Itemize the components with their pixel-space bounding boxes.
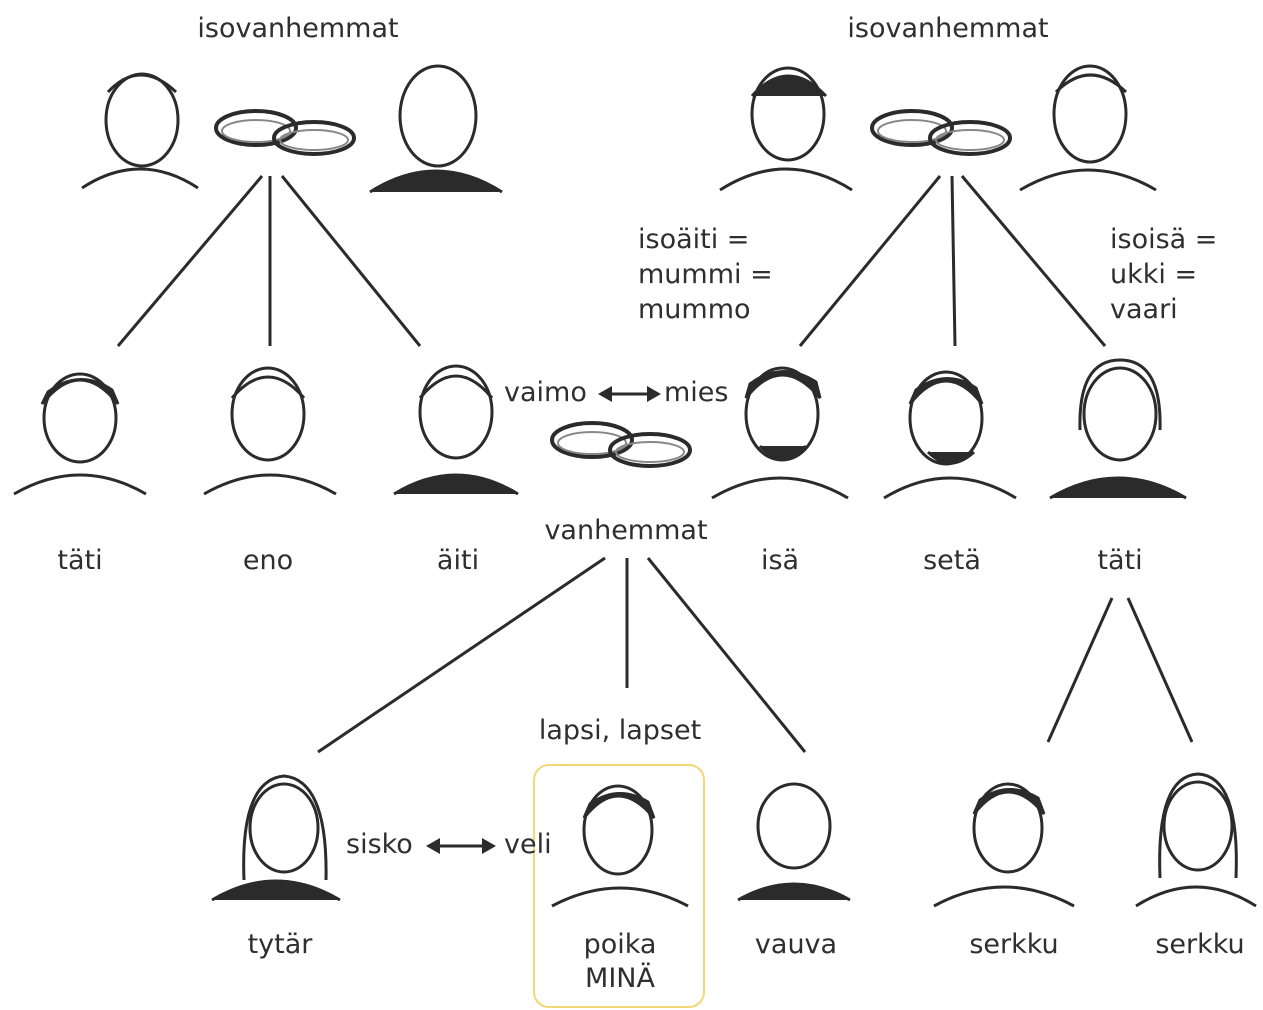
sister-label: sisko [346, 829, 413, 860]
spouse-arrow [598, 386, 661, 402]
aunt-maternal-label: täti [57, 545, 103, 576]
mother-label: äiti [436, 545, 480, 576]
son-label: poika [583, 929, 657, 960]
left-grandparents-label: isovanhemmat [197, 13, 399, 44]
right-grandparents-label: isovanhemmat [847, 13, 1049, 44]
daughter-portrait [211, 774, 341, 902]
line-right-gp-to-father [798, 175, 942, 347]
uncle-paternal-label: setä [923, 545, 981, 576]
baby-label: vauva [754, 929, 838, 960]
uncle-maternal-portrait [203, 366, 337, 496]
rings-parents-icon [550, 421, 692, 468]
grandmother-left-portrait [81, 72, 199, 190]
aunt-paternal-portrait [1049, 358, 1187, 500]
aunt-paternal-label: täti [1097, 545, 1143, 576]
grandfather-synonyms-label: isoisä = ukki = vaari [1110, 224, 1218, 325]
self-label: MINÄ [585, 963, 655, 994]
uncle-maternal-label: eno [242, 545, 294, 576]
self-highlight-frame [533, 764, 705, 1008]
mother-portrait [393, 364, 519, 496]
line-left-gp-to-mother [280, 175, 422, 347]
line-right-gp-to-aunt [960, 175, 1107, 347]
line-aunt-to-cousin2 [1126, 597, 1194, 743]
husband-label: mies [664, 377, 729, 408]
line-left-gp-to-aunt [116, 175, 264, 347]
line-aunt-to-cousin1 [1046, 597, 1114, 743]
brother-label: veli [504, 829, 552, 860]
cousin-1-portrait [933, 782, 1075, 908]
line-parents-to-daughter [317, 556, 606, 754]
parents-label: vanhemmat [544, 515, 708, 546]
cousin-2-portrait [1135, 772, 1257, 908]
children-label: lapsi, lapset [538, 715, 702, 746]
line-right-gp-to-uncle [950, 175, 957, 347]
line-parents-to-baby [646, 557, 807, 753]
rings-right-grandparents-icon [870, 109, 1012, 156]
baby-portrait [737, 782, 851, 902]
uncle-paternal-portrait [883, 370, 1017, 500]
cousin-2-label: serkku [1155, 929, 1245, 960]
wife-label: vaimo [504, 377, 587, 408]
grandmother-synonyms-label: isoäiti = mummi = mummo [638, 224, 773, 325]
aunt-maternal-portrait [13, 372, 147, 496]
son-portrait [551, 784, 689, 908]
connector-lines [116, 175, 1194, 754]
father-label: isä [760, 545, 800, 576]
sibling-arrow [426, 838, 496, 854]
grandfather-left-portrait [369, 64, 503, 194]
grandmother-right-portrait [719, 66, 853, 192]
cousin-1-label: serkku [969, 929, 1059, 960]
rings-left-grandparents-icon [214, 109, 356, 156]
grandfather-right-portrait [1019, 64, 1157, 192]
father-portrait [711, 366, 849, 500]
daughter-label: tytär [247, 929, 313, 960]
